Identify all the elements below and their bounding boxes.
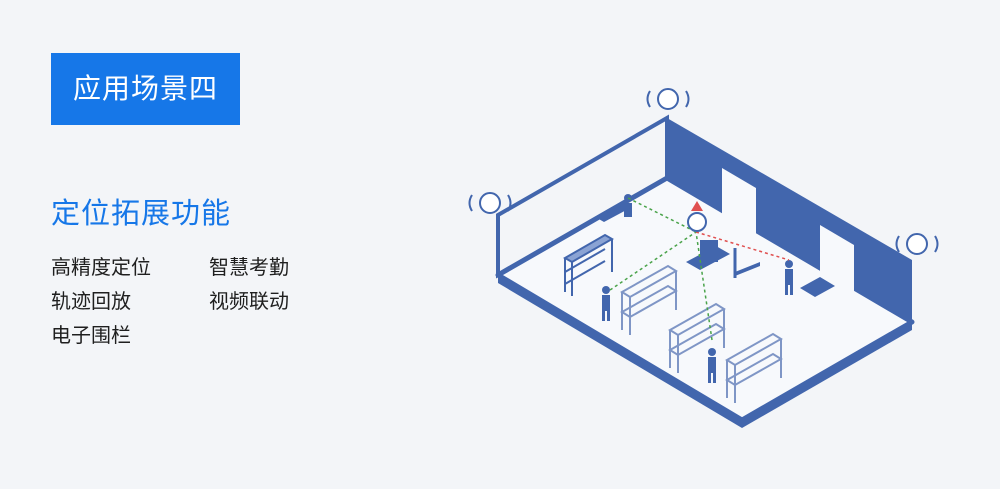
- floor-edge: [498, 275, 742, 428]
- anchor-beacon-icon: [646, 88, 690, 110]
- shelf-icon: [725, 332, 783, 403]
- warning-icon: [691, 201, 703, 211]
- section-title: 定位拓展功能: [51, 196, 232, 230]
- worker-icon: [602, 286, 610, 321]
- floor-edge: [742, 322, 912, 428]
- feature-item: 高精度定位: [51, 255, 151, 279]
- feature-item: 视频联动: [209, 289, 289, 313]
- feature-item: 电子围栏: [51, 323, 131, 347]
- pallet-icon: [800, 277, 835, 297]
- warehouse-floor: [495, 175, 915, 423]
- anchor-beacon-icon: [468, 192, 512, 214]
- forklift-icon: [686, 240, 760, 278]
- desk: [597, 203, 632, 222]
- worker-icon: [785, 260, 793, 295]
- anchor-beacon-icon: [895, 233, 939, 255]
- shelf-icon: [668, 302, 726, 373]
- feature-item: 智慧考勤: [209, 255, 289, 279]
- door: [722, 168, 756, 235]
- feature-list: 高精度定位 智慧考勤 轨迹回放 视频联动 电子围栏: [51, 254, 329, 348]
- shelf-icon: [562, 233, 615, 296]
- camera-icon: [687, 212, 707, 232]
- worker-icon: [708, 348, 716, 383]
- location-links: [609, 197, 790, 341]
- door: [820, 225, 854, 292]
- shelf-icon: [620, 264, 678, 335]
- feature-item: 轨迹回放: [51, 289, 131, 313]
- scenario-badge: 应用场景四: [51, 53, 240, 125]
- warehouse-illustration: [468, 88, 939, 428]
